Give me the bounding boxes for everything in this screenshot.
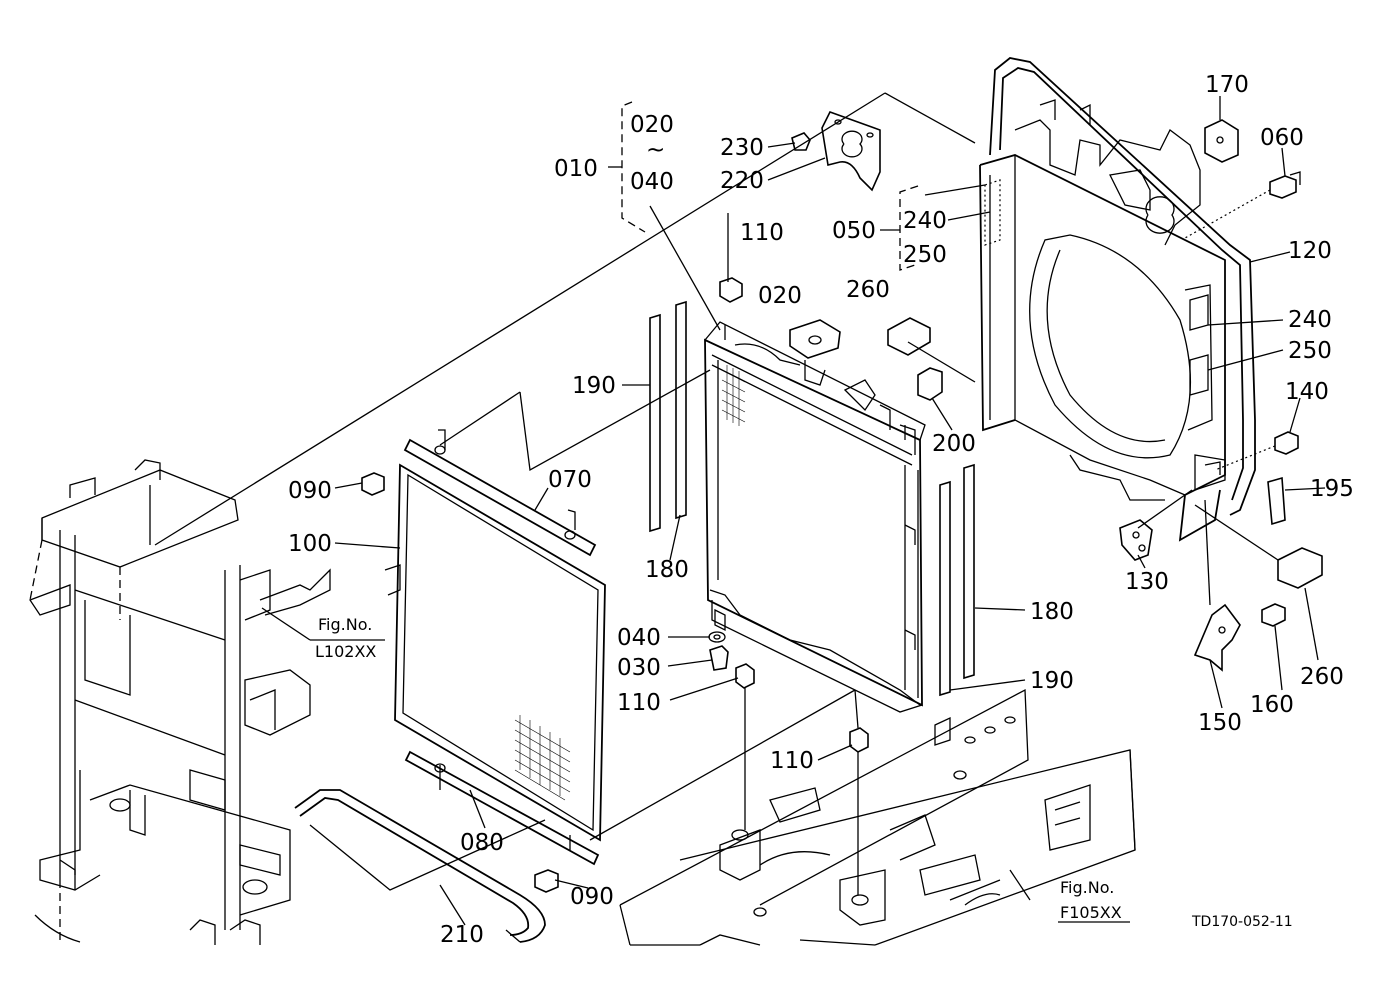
label-120: 120 xyxy=(1288,238,1332,264)
label-100: 100 xyxy=(288,531,332,557)
label-110-a: 110 xyxy=(740,220,784,246)
radiator xyxy=(704,321,926,713)
label-180-a: 180 xyxy=(645,557,689,583)
screen-100 xyxy=(384,463,606,842)
fig-ref-right-label: Fig.No. xyxy=(1060,878,1114,897)
label-010: 010 xyxy=(554,156,598,182)
label-195: 195 xyxy=(1310,476,1354,502)
part-labels: 010 020 ~ 040 230 220 110 020 050 240 25… xyxy=(288,72,1354,948)
fig-ref-right-code: F105XX xyxy=(1060,903,1122,922)
left-frame xyxy=(29,459,331,945)
label-110-b: 110 xyxy=(617,690,661,716)
fig-ref-left-code: L102XX xyxy=(315,642,376,661)
label-060: 060 xyxy=(1260,125,1304,151)
label-070: 070 xyxy=(548,467,592,493)
label-240-a: 240 xyxy=(903,208,947,234)
bracket-220 xyxy=(821,111,881,192)
label-250-b: 250 xyxy=(1288,338,1332,364)
chassis-frame xyxy=(619,688,1136,946)
label-040-b: 040 xyxy=(617,625,661,651)
label-260-b: 260 xyxy=(1300,664,1344,690)
label-230: 230 xyxy=(720,135,764,161)
radiator-cap-020 xyxy=(789,319,841,386)
label-210: 210 xyxy=(440,922,484,948)
label-020-a: 020 xyxy=(630,112,674,138)
label-090-a: 090 xyxy=(288,478,332,504)
drawing-code: TD170-052-11 xyxy=(1191,914,1293,930)
label-050: 050 xyxy=(832,218,876,244)
leader-lines xyxy=(154,92,1326,926)
seal-strips xyxy=(649,300,975,697)
shroud-seal-120 xyxy=(989,57,1256,516)
figure-reference-right: Fig.No. F105XX xyxy=(1060,878,1122,922)
label-180-b: 180 xyxy=(1030,599,1074,625)
fig-ref-left-label: Fig.No. xyxy=(318,615,372,634)
label-020-b: 020 xyxy=(758,283,802,309)
hose-210 xyxy=(294,789,546,943)
bracket-080 xyxy=(404,750,600,866)
label-090-b: 090 xyxy=(570,884,614,910)
label-150: 150 xyxy=(1198,710,1242,736)
label-240-b: 240 xyxy=(1288,307,1332,333)
fan-shroud xyxy=(979,154,1226,542)
label-170: 170 xyxy=(1205,72,1249,98)
label-200: 200 xyxy=(932,431,976,457)
label-tilde: ~ xyxy=(646,137,665,163)
label-160: 160 xyxy=(1250,692,1294,718)
label-040-a: 040 xyxy=(630,169,674,195)
label-080: 080 xyxy=(460,830,504,856)
label-190-b: 190 xyxy=(1030,668,1074,694)
figure-reference-left: Fig.No. L102XX xyxy=(315,615,376,661)
label-140: 140 xyxy=(1285,379,1329,405)
label-260-a: 260 xyxy=(846,277,890,303)
label-250-a: 250 xyxy=(903,242,947,268)
label-110-c: 110 xyxy=(770,748,814,774)
bracket-070 xyxy=(403,429,597,557)
label-030: 030 xyxy=(617,655,661,681)
label-130: 130 xyxy=(1125,569,1169,595)
label-220: 220 xyxy=(720,168,764,194)
small-parts xyxy=(361,119,1323,893)
label-190-a: 190 xyxy=(572,373,616,399)
